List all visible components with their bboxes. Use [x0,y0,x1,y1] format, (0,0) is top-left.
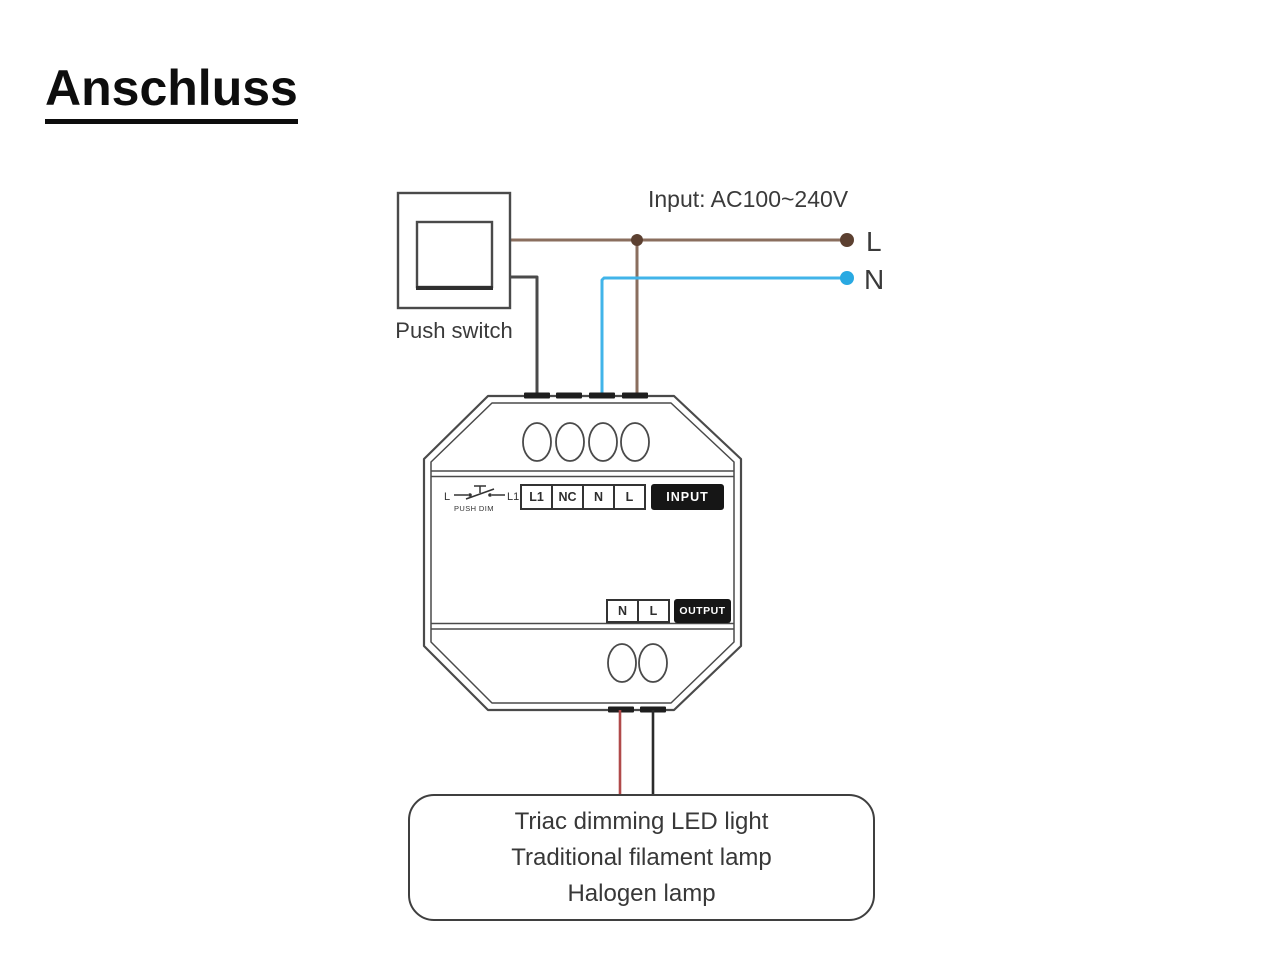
screw-hole [522,422,552,462]
terminal-l: L [613,484,646,510]
input-slot-n [589,392,615,399]
push-dim-blade [465,488,495,500]
top-screw-holes [522,422,650,462]
terminal-nc: NC [551,484,584,510]
input-terminal-strip: L1 NC N L INPUT [520,484,724,510]
dimmer-outer-shell [422,394,743,712]
output-slot-l [640,706,666,713]
output-terminal-strip: N L OUTPUT [606,599,731,623]
screw-hole [588,422,618,462]
neutral-wire [600,276,847,396]
screw-hole [638,643,668,683]
live-terminal-label: L [866,226,882,257]
terminal-out-n: N [606,599,639,623]
screw-hole [555,422,585,462]
load-line-2: Traditional filament lamp [511,843,772,871]
push-dim-contact-left [468,493,472,497]
output-badge: OUTPUT [674,599,731,623]
input-badge: INPUT [651,484,724,510]
terminal-l1: L1 [520,484,553,510]
output-slot-n [608,706,634,713]
dimmer-inner-shell [430,402,735,704]
push-dim-symbol: L L1 PUSH DIM [444,485,519,513]
push-switch-label: Push switch [395,318,513,343]
bottom-screw-holes [607,643,668,683]
input-slot-l [622,392,648,399]
input-voltage-label: Input: AC100~240V [648,186,849,212]
push-dim-right-label: L1 [507,491,519,503]
input-slot-l1 [524,392,550,399]
load-line-3: Halogen lamp [567,879,716,907]
neutral-terminal-dot [840,271,854,285]
screw-hole [620,422,650,462]
push-dim-contact-right [488,493,492,497]
screw-hole [607,643,637,683]
push-switch-button [415,220,494,289]
terminal-out-l: L [637,599,670,623]
push-switch-wire [510,275,539,396]
push-dim-caption: PUSH DIM [454,504,494,513]
push-dim-left-label: L [444,491,450,503]
live-terminal-dot [840,233,854,247]
terminal-n: N [582,484,615,510]
neutral-terminal-label: N [864,264,885,295]
load-line-1: Triac dimming LED light [514,807,769,835]
input-wire-slots [524,392,648,399]
page-title: Anschluss [45,60,298,124]
input-slot-nc [556,392,582,399]
load-description-box: Triac dimming LED light Traditional fila… [408,794,875,921]
live-junction-dot [631,234,643,246]
